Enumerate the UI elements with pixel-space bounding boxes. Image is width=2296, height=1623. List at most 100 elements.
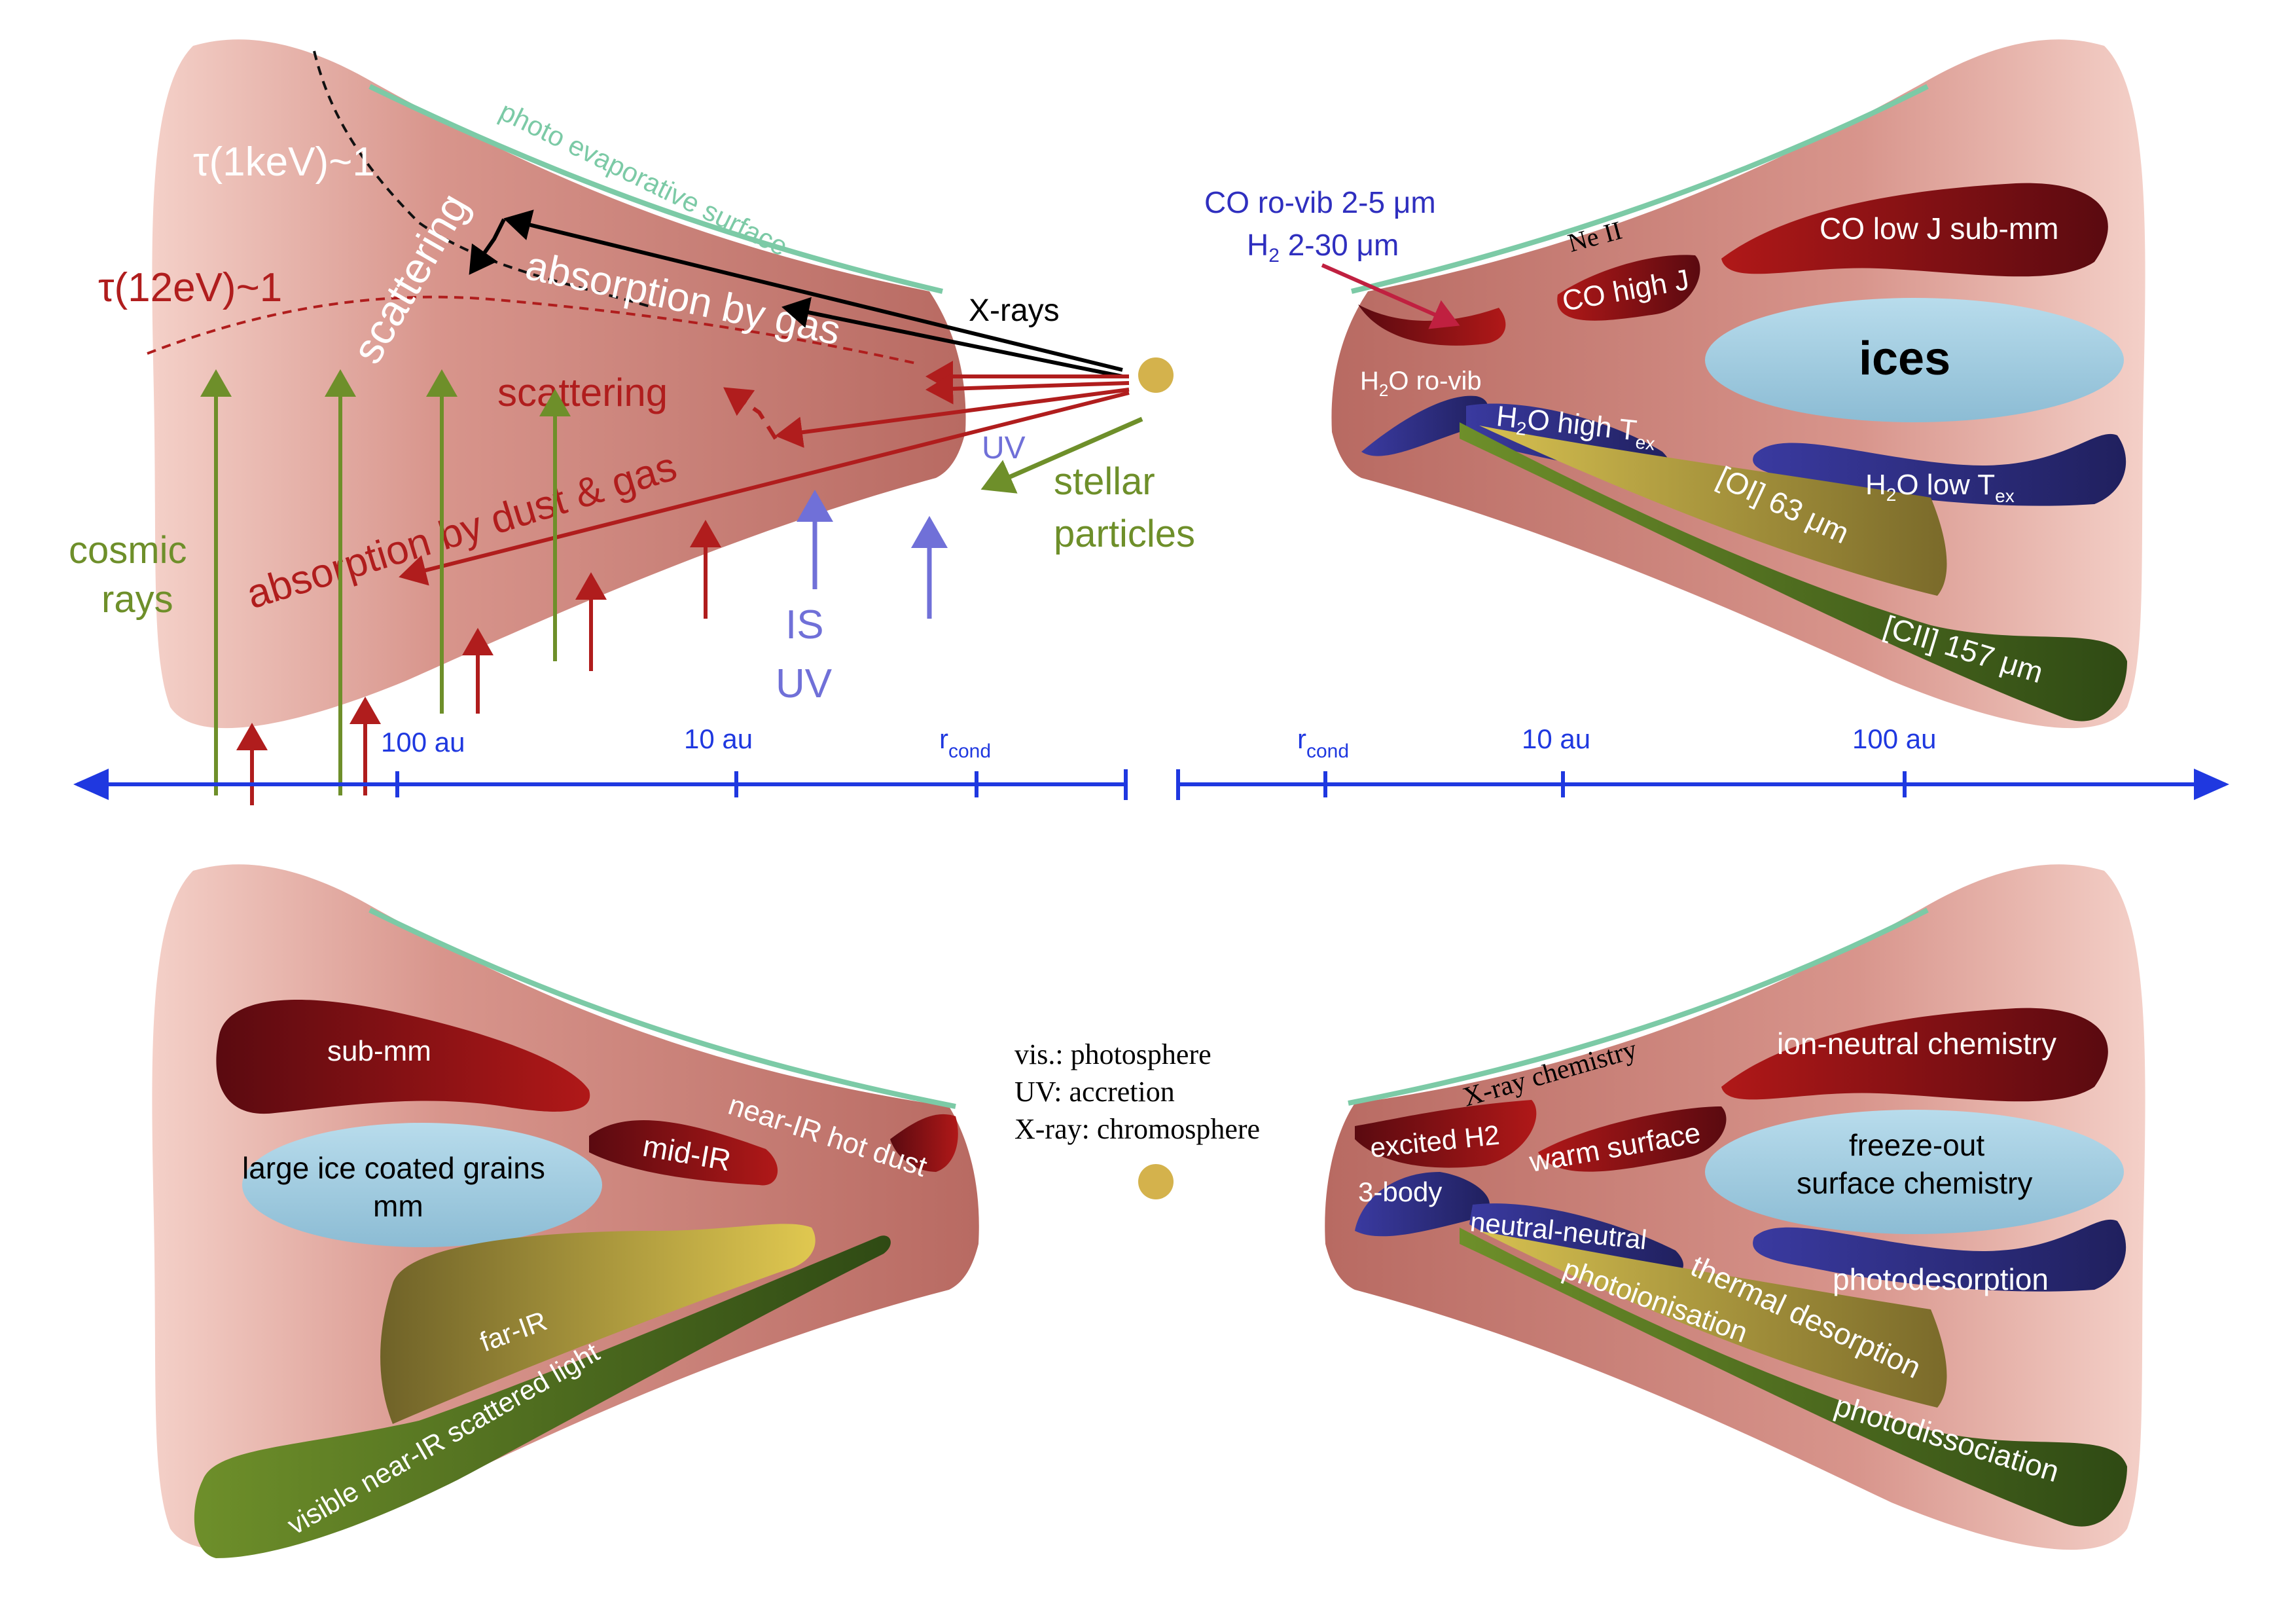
axis-left-label-100au: 100 au (381, 727, 465, 757)
h2-label: H2 2-30 μm (1247, 228, 1399, 266)
far-ir-region (380, 1224, 816, 1424)
freeze-out-label-1: freeze-out (1849, 1128, 1984, 1162)
scattered-light-region (194, 1235, 891, 1558)
near-ir-region (890, 1114, 958, 1172)
disk-body (152, 39, 966, 729)
axis-right-rcond-r: r (1297, 723, 1306, 754)
radius-axis (73, 769, 2229, 800)
warm-surface-region (1538, 1106, 1727, 1172)
h2o-low-a: H (1865, 469, 1886, 501)
axis-left-rcond-r: r (939, 723, 948, 754)
axis-right-label-rcond: rcond (1297, 723, 1349, 762)
top-right-disk: CO ro-vib 2-5 μm H2 2-30 μm Ne II CO hig… (1204, 39, 2145, 729)
h2o-low-ex: ex (1995, 486, 2015, 506)
h2o-rovib-label: H2O ro-vib (1360, 367, 1482, 400)
bottom-right-disk: X-ray chemistry ion-neutral chemistry ex… (1325, 864, 2145, 1550)
sub-mm-region (216, 1000, 590, 1114)
sub-mm-label: sub-mm (327, 1035, 431, 1067)
h2-label-a: H (1247, 228, 1268, 262)
h2o-high-sub: 2 (1515, 418, 1528, 439)
rays-label: rays (101, 578, 173, 621)
h2o-high-ex: ex (1634, 432, 1656, 454)
three-body-label: 3-body (1358, 1176, 1442, 1207)
uv-scatter-arrow (723, 387, 778, 440)
h2-label-sub: 2 (1268, 245, 1280, 266)
axis-tick-labels: 100 au 10 au rcond rcond 10 au 100 au (381, 723, 1936, 762)
photodissociation-region (1460, 1228, 2127, 1527)
xray-scatter-arrow (469, 218, 506, 275)
stellar-particles-arrow (980, 416, 1143, 494)
tau-ev-line (147, 295, 917, 365)
h2o-low-sub: 2 (1886, 484, 1897, 505)
is-uv-label: UV (776, 661, 833, 706)
mid-ir-region (589, 1120, 778, 1186)
center-vis-label: vis.: photosphere (1014, 1038, 1211, 1070)
ices-region (1705, 298, 2124, 422)
h2o-rovib-region (1361, 395, 1488, 456)
center-xray-label: X-ray: chromosphere (1014, 1113, 1260, 1145)
stellar-label: stellar (1054, 460, 1155, 503)
ion-neutral-label: ion-neutral chemistry (1777, 1027, 2056, 1061)
large-ice-region (242, 1123, 602, 1247)
ices-label: ices (1859, 333, 1950, 385)
photodesorption-label: photodesorption (1833, 1262, 2049, 1296)
photodesorption-region (1753, 1219, 2126, 1292)
photo-evaporative-surface-line (1351, 84, 1929, 294)
star-top (1138, 357, 1174, 393)
large-ice-label-2: mm (373, 1189, 423, 1223)
scattering-uv-label: scattering (497, 371, 668, 414)
center-uv-label: UV: accretion (1014, 1076, 1175, 1108)
bottom-left-disk: sub-mm large ice coated grains mm mid-IR… (152, 864, 979, 1558)
uv-arrows (399, 361, 1130, 586)
cii-region (1460, 422, 2127, 721)
axis-right-label-10au: 10 au (1522, 723, 1590, 754)
h2o-rovib-sub: 2 (1379, 380, 1388, 400)
xray-arrows (469, 210, 1123, 378)
uv-arrow-3 (775, 388, 1130, 448)
h2o-low-tex-label: H2O low Tex (1865, 469, 2015, 506)
h2o-rovib-a: H (1360, 367, 1379, 395)
photo-evaporative-surface-line (1348, 907, 1929, 1106)
large-ice-label-1: large ice coated grains (242, 1151, 545, 1185)
top-left-disk: τ(1keV)~1 τ(12eV)~1 photo evaporative su… (69, 39, 1195, 805)
particles-label: particles (1054, 513, 1195, 555)
axis-left-label-rcond: rcond (939, 723, 991, 762)
is-uv-red-arrows (236, 520, 721, 805)
oi-region (1479, 426, 1947, 596)
uv-arrow-4 (399, 391, 1130, 586)
cosmic-ray-arrows (200, 369, 571, 795)
h2o-rovib-b: O ro-vib (1388, 367, 1481, 395)
freeze-out-label-2: surface chemistry (1797, 1166, 2032, 1200)
axis-right-rcond-sub: cond (1306, 740, 1349, 762)
co-rovib-pointer-arrow (1321, 263, 1460, 329)
xrays-label: X-rays (969, 293, 1060, 328)
co-low-j-label: CO low J sub-mm (1820, 211, 2058, 246)
is-uv-blue-arrows (797, 490, 948, 619)
axis-left-label-10au: 10 au (684, 723, 753, 754)
axis-right-label-100au: 100 au (1852, 723, 1936, 754)
co-high-j-region (1557, 255, 1700, 321)
photo-evaporative-surface-line (368, 84, 943, 294)
axis-left-rcond-sub: cond (948, 740, 991, 762)
h2-label-b: 2-30 μm (1280, 228, 1399, 262)
star-bottom (1138, 1164, 1174, 1199)
xray-arrow-1 (503, 210, 1123, 372)
xray-arrow-2 (781, 297, 1123, 378)
cosmic-label: cosmic (69, 529, 187, 572)
uv-arrow-2 (925, 373, 1130, 405)
freeze-out-region (1705, 1110, 2124, 1234)
h2o-low-b: O low T (1896, 469, 1995, 501)
tau-ev-label: τ(12eV)~1 (98, 265, 282, 310)
three-body-region (1355, 1172, 1490, 1237)
h2o-high-a: H (1495, 400, 1519, 434)
co-low-j-region (1721, 183, 2108, 277)
ion-neutral-region (1721, 1008, 2108, 1102)
photo-evaporative-surface-line (368, 907, 956, 1109)
excited-h2-region (1355, 1100, 1537, 1168)
tau-kev-label: τ(1keV)~1 (193, 139, 375, 185)
uv-label: UV (982, 431, 1026, 465)
thermal-desorption-region (1479, 1231, 1947, 1408)
is-label: IS (785, 602, 824, 647)
